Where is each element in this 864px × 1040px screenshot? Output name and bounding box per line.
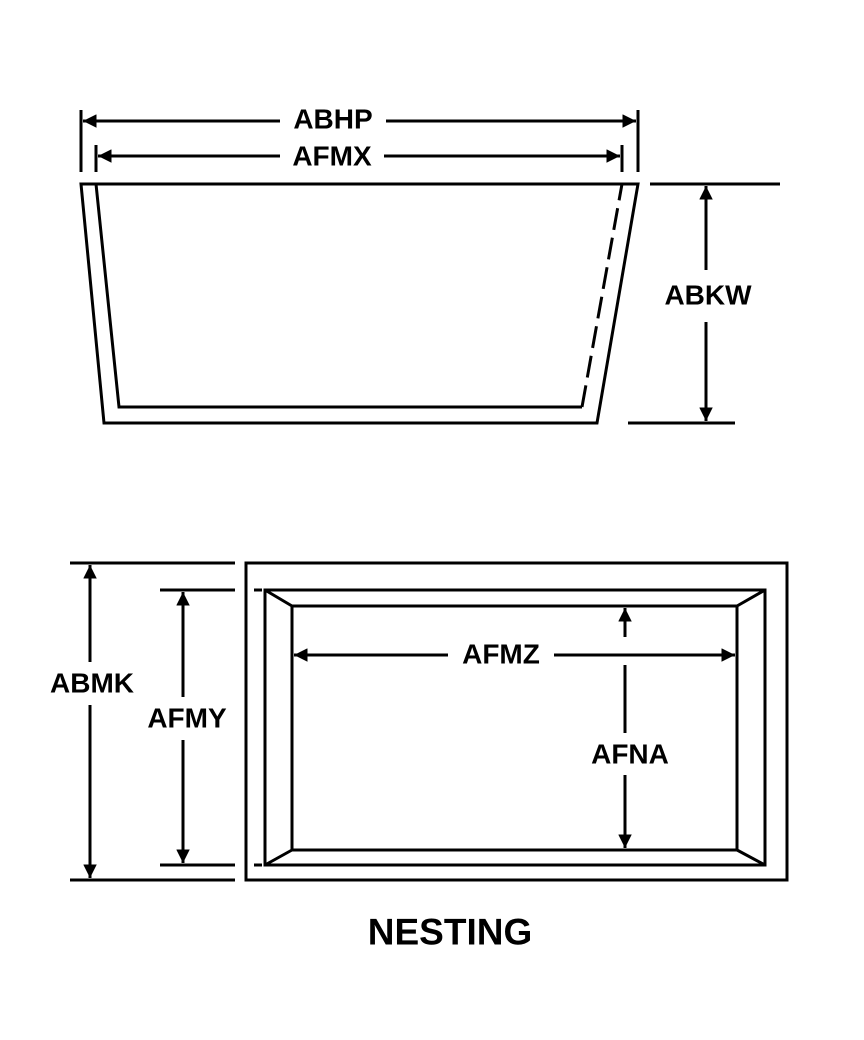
corner-line [736, 848, 766, 867]
top-view: AFMZ AFNA ABMK AFMY [50, 561, 789, 882]
inner-profile [94, 183, 582, 409]
afmx-label: AFMX [292, 141, 372, 172]
abkw-label: ABKW [664, 280, 752, 311]
afmz-label: AFMZ [462, 639, 540, 670]
inner-top-edge [263, 588, 767, 867]
diagram-title: NESTING [368, 912, 532, 953]
side-view: ABHP AFMX ABKW [79, 104, 780, 425]
outer-rim [244, 561, 789, 882]
afmy-label: AFMY [147, 703, 227, 734]
inner-bottom [290, 604, 739, 852]
hidden-line [580, 183, 624, 408]
corner-line [264, 588, 293, 608]
abhp-label: ABHP [293, 104, 372, 135]
afna-label: AFNA [591, 739, 669, 770]
abmk-label: ABMK [50, 668, 134, 699]
corner-line [264, 848, 293, 867]
corner-line [736, 588, 766, 608]
outer-profile [79, 182, 640, 425]
